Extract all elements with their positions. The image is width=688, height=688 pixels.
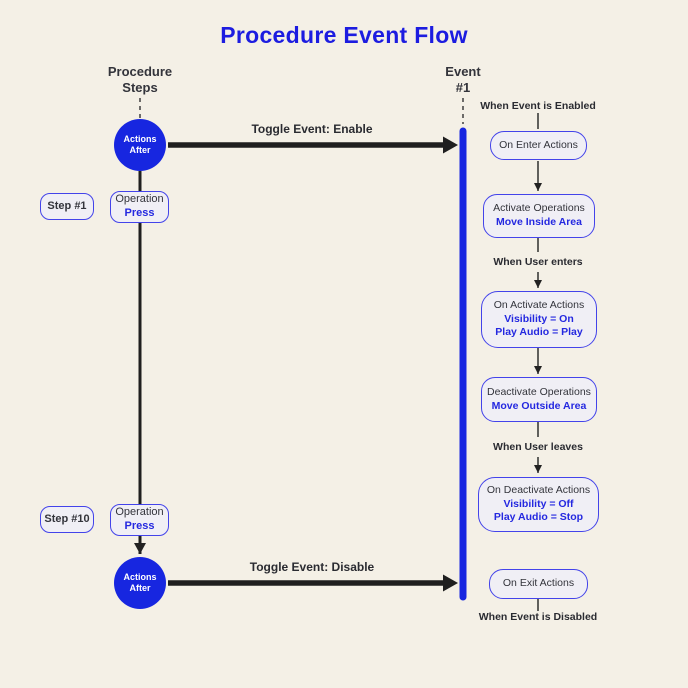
page-title: Procedure Event Flow	[220, 22, 468, 48]
event-header: Event #1	[445, 64, 481, 95]
procedure-steps-header: Procedure Steps	[107, 64, 173, 95]
on-deactivate-actions-node: On Deactivate Actions Visibility = Off P…	[478, 477, 599, 532]
visibility-off-label: Visibility = Off	[503, 497, 574, 510]
step-1-label: Step #1	[47, 200, 87, 213]
play-audio-stop-label: Play Audio = Stop	[493, 511, 584, 524]
move-inside-area-label: Move Inside Area	[496, 216, 582, 228]
step-10-node: Step #10	[40, 506, 94, 533]
when-event-disabled-label: When Event is Disabled	[478, 611, 598, 623]
press-label-top: Press	[124, 207, 155, 219]
deactivate-operations-label: Deactivate Operations	[487, 385, 591, 398]
press-label-bottom: Press	[124, 520, 155, 532]
toggle-enable-arrowhead	[443, 136, 458, 154]
when-user-leaves-label: When User leaves	[493, 441, 583, 453]
operation-label-top: Operation	[115, 193, 164, 206]
on-deactivate-actions-label: On Deactivate Actions	[486, 483, 591, 496]
operation-label-bottom: Operation	[115, 506, 164, 519]
toggle-disable-label: Toggle Event: Disable	[249, 560, 375, 574]
operation-press-node-top: Operation Press	[110, 191, 169, 223]
on-exit-actions-label: On Exit Actions	[502, 577, 575, 590]
toggle-enable-label: Toggle Event: Enable	[251, 122, 373, 136]
actions-after-node-top: Actions After	[114, 119, 166, 171]
operation-press-node-bottom: Operation Press	[110, 504, 169, 536]
actions-after-node-bottom: Actions After	[114, 557, 166, 609]
on-enter-actions-node: On Enter Actions	[490, 131, 587, 160]
on-exit-actions-node: On Exit Actions	[489, 569, 588, 599]
activate-operations-label: Activate Operations	[493, 202, 585, 215]
play-audio-play-label: Play Audio = Play	[495, 326, 583, 339]
toggle-disable-arrowhead	[443, 574, 458, 592]
activate-operations-node: Activate Operations Move Inside Area	[483, 194, 595, 238]
deactivate-operations-node: Deactivate Operations Move Outside Area	[481, 377, 597, 422]
visibility-on-label: Visibility = On	[504, 312, 574, 325]
when-event-enabled-label: When Event is Enabled	[480, 100, 596, 112]
move-outside-area-label: Move Outside Area	[491, 399, 587, 412]
on-activate-actions-label: On Activate Actions	[493, 298, 585, 311]
step-1-node: Step #1	[40, 193, 94, 220]
on-activate-actions-node: On Activate Actions Visibility = On Play…	[481, 291, 597, 348]
on-enter-actions-label: On Enter Actions	[499, 138, 578, 151]
step-10-label: Step #10	[44, 513, 90, 526]
when-user-enters-label: When User enters	[493, 256, 583, 268]
